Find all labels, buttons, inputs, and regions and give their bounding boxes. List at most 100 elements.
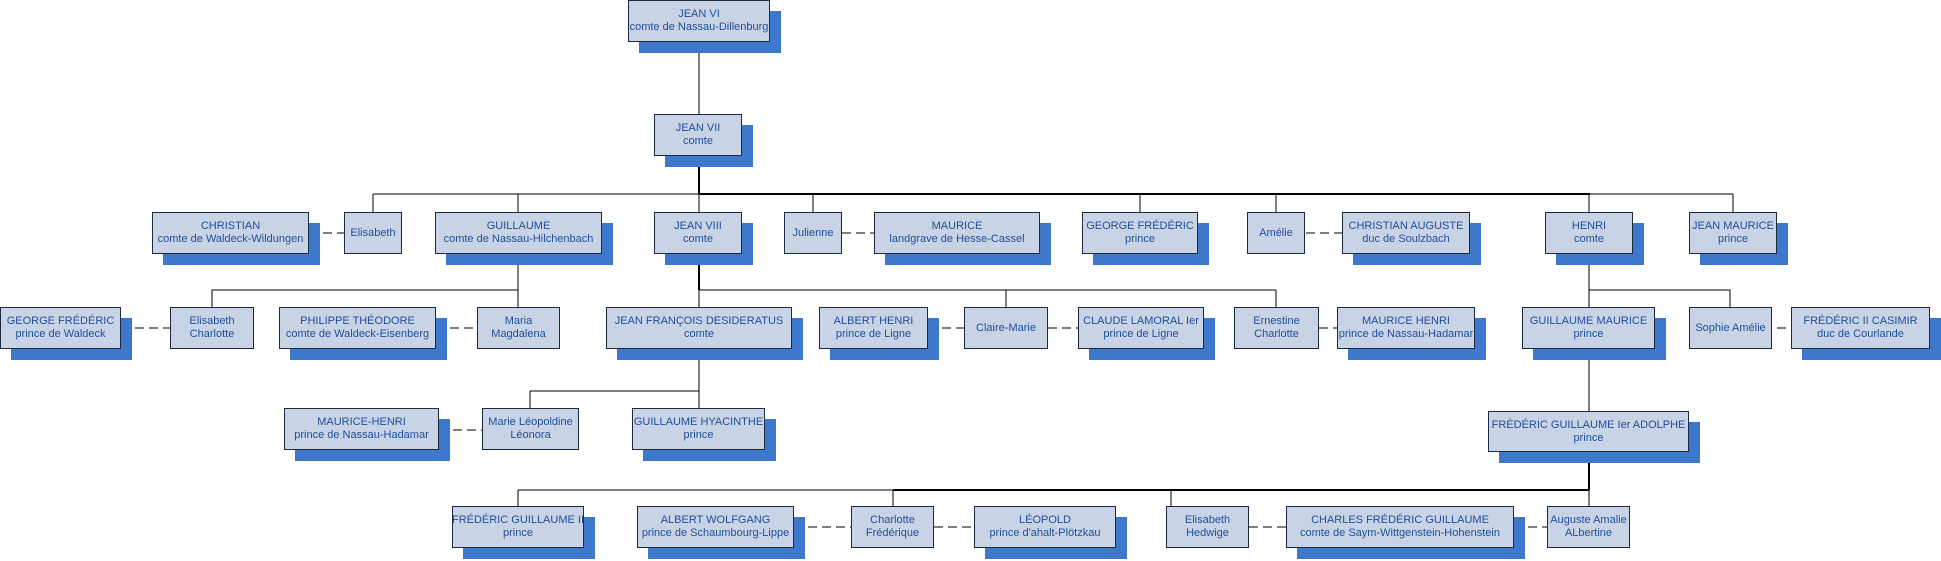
person-george-frederic-waldeck: GEORGE FRÉDÉRIC prince de Waldeck xyxy=(0,307,121,349)
person-jean-vi: JEAN VI comte de Nassau-Dillenburg xyxy=(628,0,770,42)
person-albert-henri: ALBERT HENRI prince de Ligne xyxy=(819,307,928,349)
person-title: prince de Nassau-Hadamar xyxy=(294,429,429,441)
person-maurice-henri: MAURICE HENRI prince de Nassau-Hadamar xyxy=(1337,307,1475,349)
person-title: Magdalena xyxy=(491,328,546,340)
person-title: Frédérique xyxy=(865,527,920,539)
person-title: prince de Waldeck xyxy=(15,328,106,340)
person-name: FRÉDÉRIC GUILLAUME II xyxy=(451,514,585,526)
person-elisabeth-charlotte: Elisabeth Charlotte xyxy=(170,307,254,349)
person-name: JEAN VIII xyxy=(674,220,722,232)
person-name: Elisabeth xyxy=(189,315,235,327)
person-jean-vii: JEAN VII comte xyxy=(654,114,742,156)
person-name: Claire-Marie xyxy=(976,321,1036,334)
person-christian-auguste: CHRISTIAN AUGUSTE duc de Soulzbach xyxy=(1342,212,1470,254)
person-albert-wolfgang: ALBERT WOLFGANG prince de Schaumbourg-Li… xyxy=(637,506,794,548)
person-maurice-henri-hadamar: MAURICE-HENRI prince de Nassau-Hadamar xyxy=(284,408,439,450)
person-title: comte de Saym-Wittgenstein-Hohenstein xyxy=(1300,527,1500,539)
person-name: Marie Léopoldine xyxy=(488,416,573,428)
person-name: CLAUDE LAMORAL Ier xyxy=(1083,315,1199,327)
person-title: prince xyxy=(1125,233,1155,245)
person-title: comte xyxy=(1574,233,1604,245)
person-name: Elisabeth xyxy=(350,226,396,239)
person-guillaume-maurice: GUILLAUME MAURICE prince xyxy=(1522,307,1655,349)
person-title: prince xyxy=(1573,431,1604,444)
person-title: comte de Nassau-Hilchenbach xyxy=(443,233,594,245)
person-name: Sophie Amélie xyxy=(1695,321,1766,334)
person-title: prince de Ligne xyxy=(1103,328,1179,340)
person-claude-lamoral: CLAUDE LAMORAL Ier prince de Ligne xyxy=(1078,307,1204,349)
person-title: prince xyxy=(1718,233,1748,245)
person-name: MAURICE HENRI xyxy=(1361,315,1450,327)
person-name: LÉOPOLD xyxy=(1019,514,1071,526)
person-maurice: MAURICE landgrave de Hesse-Cassel xyxy=(874,212,1040,254)
person-name: FRÉDÉRIC GUILLAUME Ier ADOLPHE xyxy=(1491,418,1686,431)
person-auguste-amalie: Auguste Amalie ALbertine xyxy=(1547,506,1630,548)
person-title: Charlotte xyxy=(1254,328,1299,340)
person-name: PHILIPPE THÉODORE xyxy=(300,315,415,327)
person-title: comte de Waldeck-Eisenberg xyxy=(285,328,430,340)
person-name: GEORGE FRÉDÉRIC xyxy=(1086,220,1194,232)
person-title: Léonora xyxy=(510,429,551,441)
person-name: JEAN VI xyxy=(678,8,720,20)
person-name: GEORGE FRÉDÉRIC xyxy=(6,315,115,327)
person-christian: CHRISTIAN comte de Waldeck-Wildungen xyxy=(152,212,309,254)
person-title: comte xyxy=(683,233,713,245)
person-title: prince de Ligne xyxy=(835,328,912,340)
person-claire-marie: Claire-Marie xyxy=(964,307,1048,349)
link-sophie-amelie xyxy=(1589,289,1731,307)
person-title: comte de Nassau-Dillenburg xyxy=(629,21,769,33)
person-name: MAURICE xyxy=(931,220,983,232)
person-title: prince de Schaumbourg-Lippe xyxy=(641,527,790,539)
person-title: comte xyxy=(683,135,713,147)
person-name: ALBERT HENRI xyxy=(833,315,914,327)
person-charles-frederic-guillaume: CHARLES FRÉDÉRIC GUILLAUME comte de Saym… xyxy=(1286,506,1514,548)
person-title: prince d'ahalt-Plötzkau xyxy=(989,527,1101,539)
person-title: ALbertine xyxy=(1564,527,1613,539)
person-name: Ernestine xyxy=(1253,315,1300,327)
person-title: Hedwige xyxy=(1186,527,1229,539)
person-marie-leopoldine: Marie Léopoldine Léonora xyxy=(482,408,579,450)
person-title: comte xyxy=(684,328,714,340)
person-name: Julienne xyxy=(792,226,834,239)
person-title: prince xyxy=(503,527,533,539)
person-jean-francois-desideratus: JEAN FRANÇOIS DESIDERATUS comte xyxy=(606,307,792,349)
person-guillaume: GUILLAUME comte de Nassau-Hilchenbach xyxy=(435,212,602,254)
person-title: prince de Nassau-Hadamar xyxy=(1338,328,1474,340)
person-title: prince xyxy=(1573,328,1604,340)
person-name: HENRI xyxy=(1571,220,1607,232)
person-name: Charlotte xyxy=(870,514,915,526)
person-name: FRÉDÉRIC II CASIMIR xyxy=(1803,315,1918,327)
person-title: Charlotte xyxy=(189,328,235,340)
person-name: MAURICE-HENRI xyxy=(317,416,406,428)
person-title: duc de Courlande xyxy=(1817,328,1904,340)
person-name: JEAN MAURICE xyxy=(1692,220,1774,232)
link-guillaume-children-left xyxy=(211,254,519,307)
person-title: landgrave de Hesse-Cassel xyxy=(889,233,1025,245)
person-charlotte-frederique: Charlotte Frédérique xyxy=(851,506,934,548)
person-amelie: Amélie xyxy=(1247,212,1305,254)
person-name: ALBERT WOLFGANG xyxy=(660,514,771,526)
person-name: Maria xyxy=(504,315,533,327)
person-elisabeth-hedwige: Elisabeth Hedwige xyxy=(1166,506,1249,548)
person-ernestine-charlotte: Ernestine Charlotte xyxy=(1234,307,1319,349)
person-name: JEAN VII xyxy=(675,122,721,134)
person-elisabeth: Elisabeth xyxy=(344,212,402,254)
person-frederic-guillaume-ii: FRÉDÉRIC GUILLAUME II prince xyxy=(452,506,584,548)
person-jean-maurice: JEAN MAURICE prince xyxy=(1689,212,1777,254)
person-george-frederic-prince: GEORGE FRÉDÉRIC prince xyxy=(1082,212,1198,254)
person-guillaume-hyacinthe: GUILLAUME HYACINTHE prince xyxy=(632,408,765,450)
person-name: Auguste Amalie xyxy=(1550,514,1627,526)
person-maria-magdalena: Maria Magdalena xyxy=(477,307,560,349)
person-name: Amélie xyxy=(1259,226,1293,239)
person-name: CHRISTIAN AUGUSTE xyxy=(1348,220,1464,232)
person-name: GUILLAUME HYACINTHE xyxy=(633,416,764,428)
person-frederic-guillaume-i-adolphe: FRÉDÉRIC GUILLAUME Ier ADOLPHE prince xyxy=(1488,411,1689,452)
person-jean-viii: JEAN VIII comte xyxy=(654,212,742,254)
person-name: CHARLES FRÉDÉRIC GUILLAUME xyxy=(1311,514,1489,526)
person-julienne: Julienne xyxy=(784,212,842,254)
person-henri: HENRI comte xyxy=(1545,212,1633,254)
person-name: GUILLAUME xyxy=(486,220,551,232)
person-leopold: LÉOPOLD prince d'ahalt-Plötzkau xyxy=(974,506,1116,548)
